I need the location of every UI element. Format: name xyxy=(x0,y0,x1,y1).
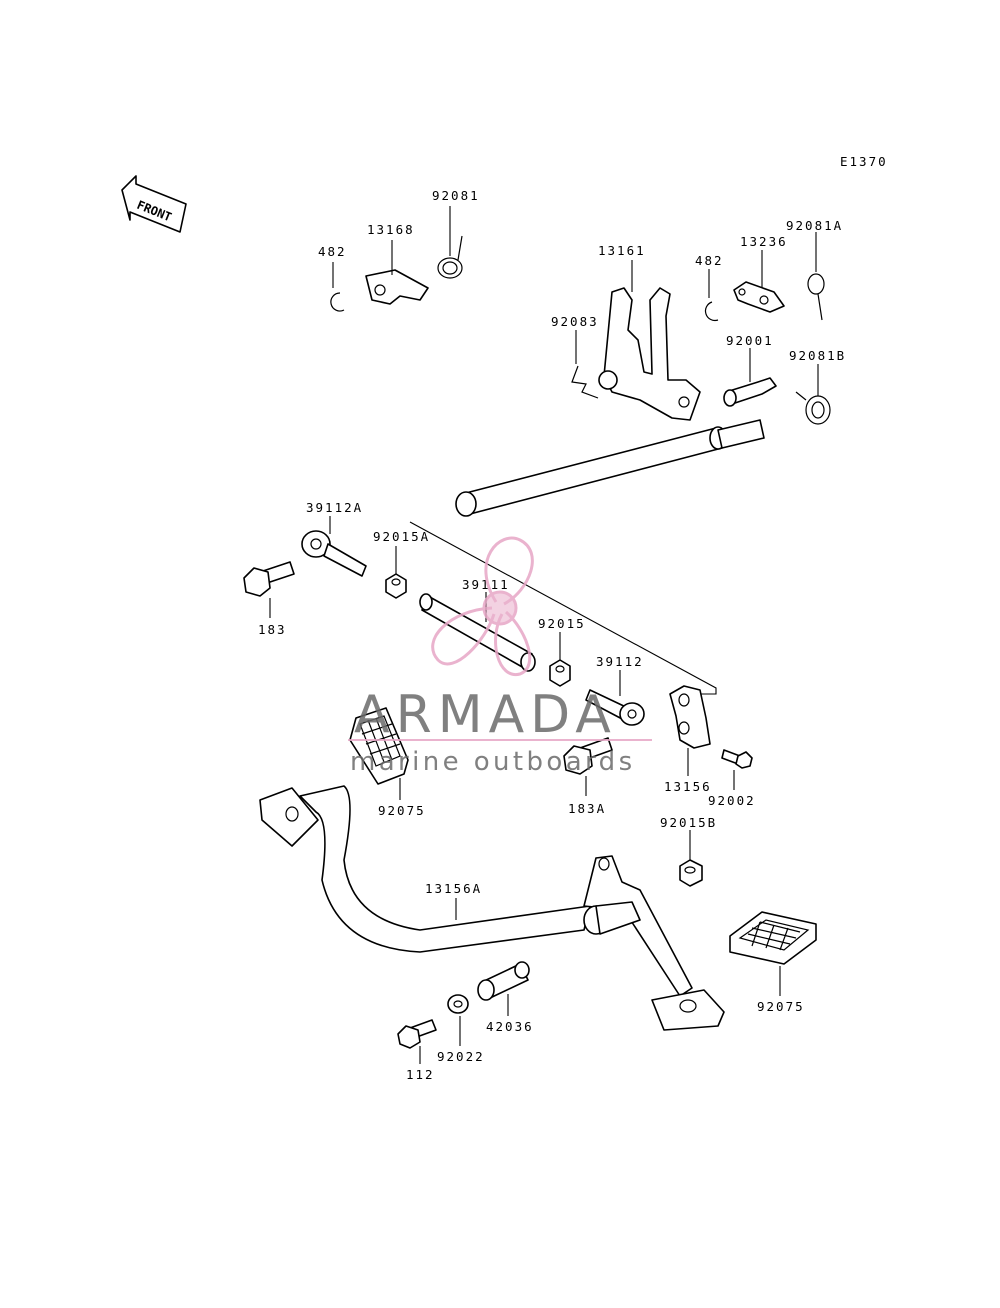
label-13168: 13168 xyxy=(367,222,415,237)
label-42036: 42036 xyxy=(486,1019,534,1034)
plate-13168: 13168 xyxy=(365,222,429,305)
label-183: 183 xyxy=(258,622,287,637)
label-92081B: 92081B xyxy=(789,348,846,363)
label-92022: 92022 xyxy=(437,1049,485,1064)
label-92015: 92015 xyxy=(538,616,586,631)
bolt-112: 112 xyxy=(397,1019,437,1082)
bolt-92001: 92001 xyxy=(723,333,777,407)
circlip-482-left: 482 xyxy=(318,244,347,312)
label-92001: 92001 xyxy=(726,333,774,348)
spring-92081: 92081 xyxy=(432,188,480,279)
label-92075-right: 92075 xyxy=(757,999,805,1014)
circlip-482-right: 482 xyxy=(695,253,724,322)
label-92015A: 92015A xyxy=(373,529,430,544)
label-13236: 13236 xyxy=(740,234,788,249)
propeller-logo-icon xyxy=(431,536,534,676)
bolt-92002: 92002 xyxy=(708,749,756,808)
label-482-left: 482 xyxy=(318,244,347,259)
label-39111: 39111 xyxy=(462,577,510,592)
spring-92081B: 92081B xyxy=(789,348,846,425)
label-39112A: 39112A xyxy=(306,500,363,515)
diagram-code: E1370 xyxy=(840,154,888,169)
brake-pedal-13156A: 13156A xyxy=(259,785,725,1031)
watermark-brand: ARMADA xyxy=(354,685,617,745)
label-39112: 39112 xyxy=(596,654,644,669)
link-13156: 13156 xyxy=(664,685,712,794)
label-13156: 13156 xyxy=(664,779,712,794)
spring-92081A: 92081A xyxy=(786,218,843,321)
bolt-183: 183 xyxy=(243,561,295,637)
plate-13236: 13236 xyxy=(733,234,788,313)
bolt-183A: 183A xyxy=(563,737,613,816)
nut-92015B: 92015B xyxy=(660,815,717,887)
nut-92015: 92015 xyxy=(538,616,586,687)
label-92075-left: 92075 xyxy=(378,803,426,818)
label-92081A: 92081A xyxy=(786,218,843,233)
tie-rod-39112A: 39112A xyxy=(301,500,367,577)
label-183A: 183A xyxy=(568,801,606,816)
pedal-pad-92075-right: 92075 xyxy=(729,911,817,1014)
nut-92015A: 92015A xyxy=(373,529,430,599)
tie-rod-39112: 39112 xyxy=(585,654,645,726)
label-13161: 13161 xyxy=(598,243,646,258)
label-112: 112 xyxy=(406,1067,435,1082)
label-92015B: 92015B xyxy=(660,815,717,830)
label-92081: 92081 xyxy=(432,188,480,203)
armada-watermark: ARMADA marine outboards xyxy=(348,536,652,777)
label-92002: 92002 xyxy=(708,793,756,808)
shift-lever-13161: 13161 xyxy=(598,243,701,421)
collar-42036: 42036 xyxy=(477,961,534,1034)
clip-92083: 92083 xyxy=(551,314,599,399)
washer-92022: 92022 xyxy=(437,994,485,1064)
shift-shaft xyxy=(455,419,765,517)
watermark-tagline: marine outboards xyxy=(350,747,636,777)
front-arrow-icon: FRONT xyxy=(121,175,187,233)
label-92083: 92083 xyxy=(551,314,599,329)
label-13156A: 13156A xyxy=(425,881,482,896)
label-482-right: 482 xyxy=(695,253,724,268)
